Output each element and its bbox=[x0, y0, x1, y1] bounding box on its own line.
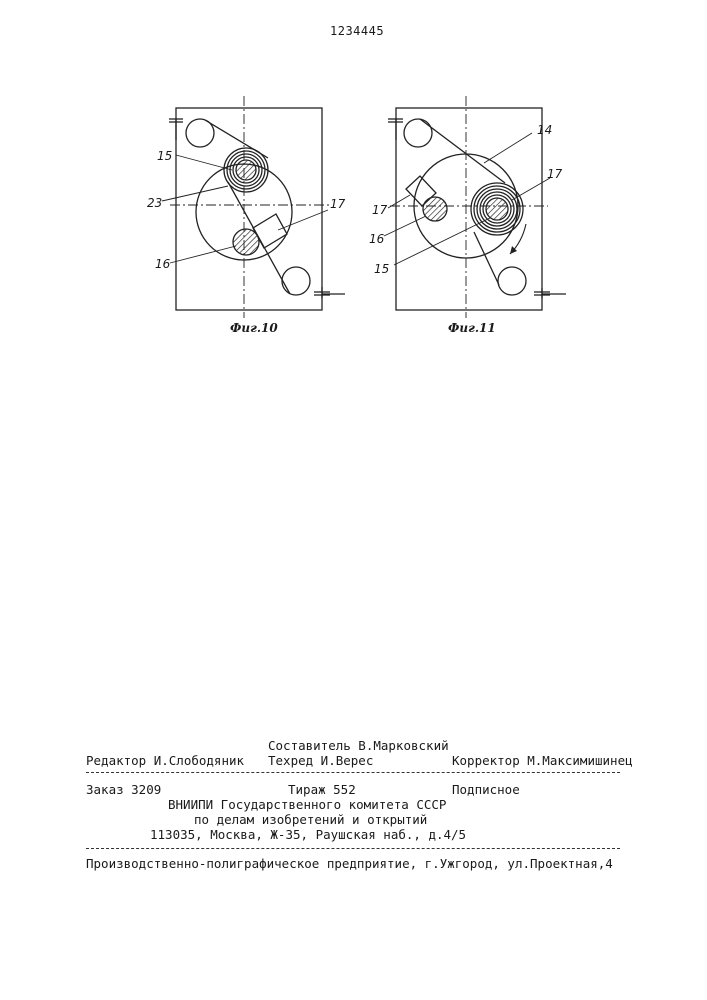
fig10-caption: Фиг.10 bbox=[230, 321, 278, 335]
fig10-label-23: 23 bbox=[147, 196, 162, 210]
fig11-label-14: 14 bbox=[537, 123, 552, 137]
fig11-label-15: 15 bbox=[374, 262, 389, 276]
imprint-divider-2 bbox=[86, 848, 620, 849]
fig11-spring-coil bbox=[471, 183, 523, 235]
imprint-org-line2: по делам изобретений и открытий bbox=[194, 812, 427, 827]
fig10-label-15: 15 bbox=[157, 149, 172, 163]
fig10-frame bbox=[176, 108, 322, 310]
figure-10 bbox=[162, 96, 345, 318]
fig10-band-a bbox=[205, 120, 268, 158]
imprint-org-line1: ВНИИПИ Государственного комитета СССР bbox=[168, 797, 446, 812]
fig11-roller-top bbox=[404, 119, 432, 147]
imprint-printer: Производственно-полиграфическое предприя… bbox=[86, 856, 613, 871]
imprint-subscription: Подписное bbox=[452, 782, 520, 797]
fig11-shaft bbox=[423, 197, 447, 221]
imprint-composer: Составитель В.Марковский bbox=[268, 738, 449, 753]
imprint-circulation: Тираж 552 bbox=[288, 782, 356, 797]
fig11-band-a bbox=[420, 119, 505, 183]
imprint-address: 113035, Москва, Ж-35, Раушская наб., д.4… bbox=[150, 827, 466, 842]
fig10-label-16: 16 bbox=[155, 257, 171, 271]
fig11-band-b bbox=[474, 232, 499, 285]
fig11-label-16: 16 bbox=[369, 232, 385, 246]
fig11-label-17-right: 17 bbox=[547, 167, 563, 181]
fig11-label-17-left: 17 bbox=[372, 203, 388, 217]
imprint-divider-1 bbox=[86, 772, 620, 773]
imprint-editor: Редактор И.Слободяник bbox=[86, 753, 244, 768]
imprint-techred: Техред И.Верес bbox=[268, 753, 373, 768]
fig10-roller-bottom bbox=[282, 267, 310, 295]
imprint-corrector: Корректор М.Максимишинец bbox=[452, 753, 633, 768]
fig11-caption: Фиг.11 bbox=[448, 321, 496, 335]
fig10-label-17: 17 bbox=[330, 197, 346, 211]
fig11-roller-bottom bbox=[498, 267, 526, 295]
imprint-order: Заказ 3209 bbox=[86, 782, 161, 797]
